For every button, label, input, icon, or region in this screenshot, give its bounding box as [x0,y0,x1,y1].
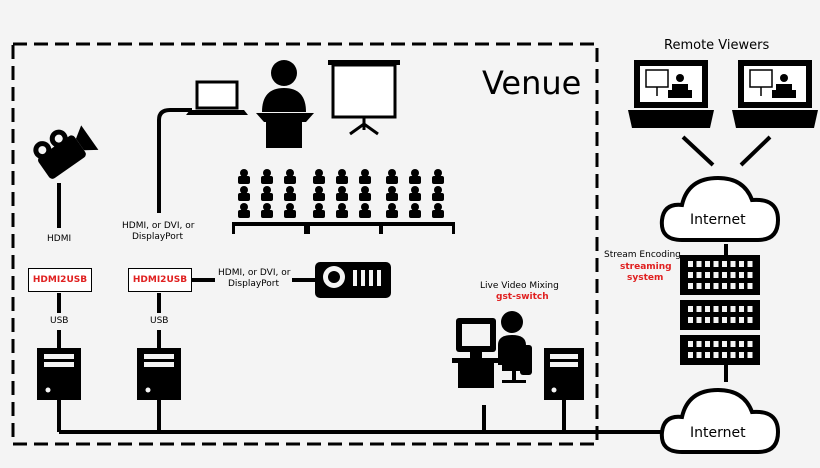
capture-computer-2-icon [137,348,181,400]
capture-computer-1-icon [37,348,81,400]
mid-input-label-1: HDMI, or DVI, or [122,221,195,231]
streaming-system-name-1: streaming [620,262,672,272]
venue-title: Venue [482,64,582,102]
streaming-system-name-2: system [627,273,664,283]
internet-cloud-top-icon [659,175,781,242]
hdmi2usb-box-left: HDMI2USB [28,268,92,292]
left-output-label: USB [50,316,69,326]
live-video-mixing-label: Live Video Mixing [480,281,559,291]
hdmi2usb-box-middle: HDMI2USB [128,268,192,292]
gst-switch-label: gst-switch [496,292,549,302]
internet-bottom-label: Internet [690,425,746,441]
mixing-computer-icon [544,348,584,400]
left-input-label: HDMI [47,234,72,244]
projector-link-label-1: HDMI, or DVI, or [218,268,291,278]
projector-icon [315,262,391,298]
stream-encoding-label: Stream Encoding [604,250,681,260]
projection-screen-icon [328,60,400,136]
streaming-server-rack-icon [680,255,760,365]
presenter-laptop-icon [186,80,248,115]
video-mixing-operator-icon [452,311,532,388]
mid-output-label: USB [150,316,169,326]
cables [57,108,772,434]
camera-icon [33,125,99,179]
remote-viewers-title: Remote Viewers [664,38,770,53]
mid-input-label-2: DisplayPort [132,232,184,242]
speaker-podium-icon [256,60,314,148]
venue-boundary [11,42,599,446]
audience-seating-icon [232,169,455,234]
internet-top-label: Internet [690,212,746,228]
projector-link-label-2: DisplayPort [228,279,280,289]
remote-viewer-laptop-1-icon [628,60,714,128]
remote-viewer-laptop-2-icon [732,60,818,128]
internet-cloud-bottom-icon [659,387,781,454]
